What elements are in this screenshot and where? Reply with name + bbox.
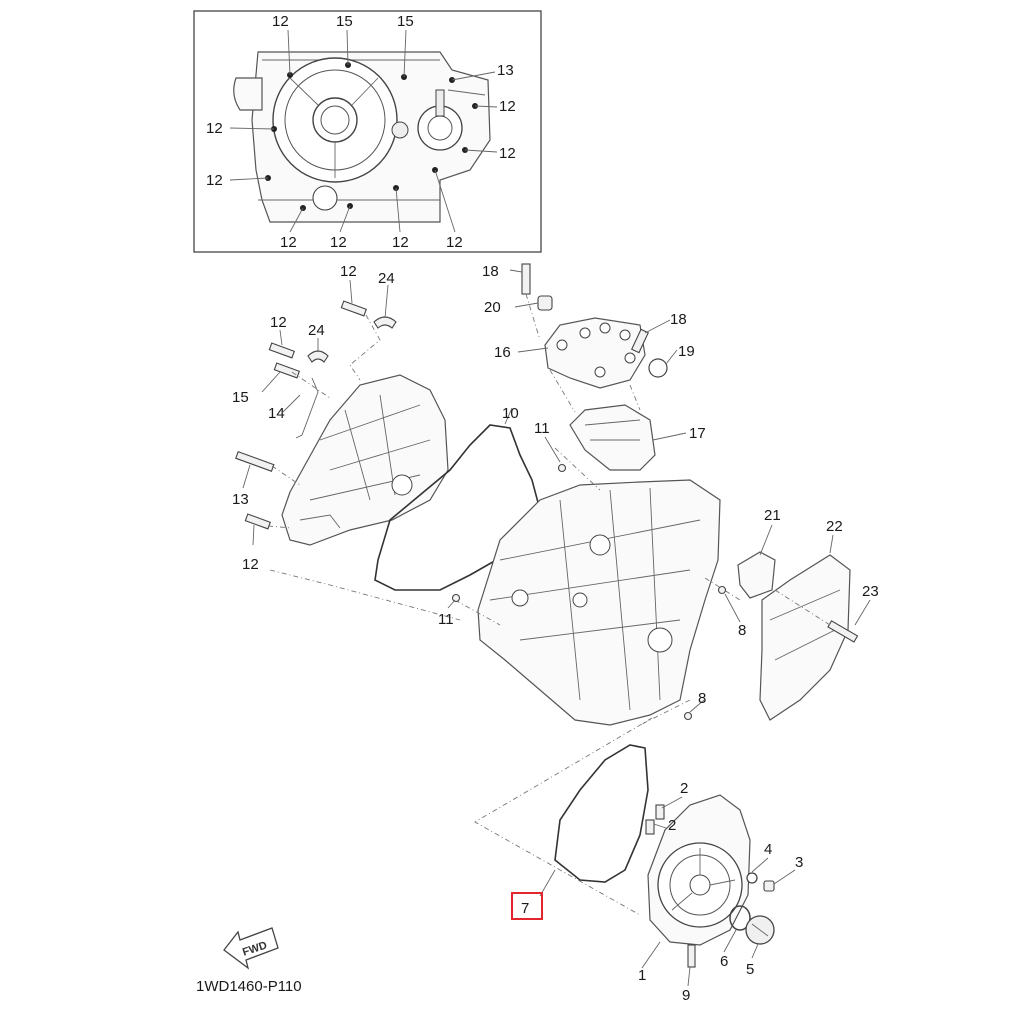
bolt bbox=[273, 362, 301, 379]
inset-label-12: 12 bbox=[499, 145, 516, 162]
label-22: 22 bbox=[826, 518, 843, 535]
label-4: 4 bbox=[764, 841, 772, 858]
label-19: 19 bbox=[678, 343, 695, 360]
bolt-2 bbox=[645, 819, 655, 835]
bolt bbox=[268, 342, 296, 359]
plug-3 bbox=[763, 880, 775, 892]
guide-21 bbox=[737, 551, 776, 599]
highlight-box-7[interactable] bbox=[511, 892, 543, 920]
grommet-19 bbox=[648, 358, 668, 378]
bolt bbox=[521, 263, 531, 295]
bolt-23 bbox=[827, 620, 859, 643]
label-18: 18 bbox=[670, 311, 687, 328]
bolt-2 bbox=[655, 804, 665, 820]
label-12: 12 bbox=[270, 314, 287, 331]
inset-detail: 12 15 15 13 12 12 12 12 12 12 12 12 bbox=[193, 10, 542, 253]
inset-frame bbox=[193, 10, 542, 253]
inset-label-12: 12 bbox=[499, 98, 516, 115]
label-8: 8 bbox=[738, 622, 746, 639]
label-3: 3 bbox=[795, 854, 803, 871]
bolt bbox=[630, 328, 650, 354]
clip bbox=[373, 316, 397, 329]
label-23: 23 bbox=[862, 583, 879, 600]
inset-label-15: 15 bbox=[336, 13, 353, 30]
label-2: 2 bbox=[668, 817, 676, 834]
long-bolt bbox=[235, 450, 275, 472]
collar bbox=[537, 295, 553, 311]
inset-label-12: 12 bbox=[206, 120, 223, 137]
bolt bbox=[244, 513, 272, 530]
inset-label-12: 12 bbox=[280, 234, 297, 251]
clip bbox=[307, 350, 329, 363]
label-8: 8 bbox=[698, 690, 706, 707]
crankcase: 11 11 8 8 bbox=[438, 420, 746, 726]
label-13: 13 bbox=[232, 491, 249, 508]
bolt-9 bbox=[687, 944, 696, 968]
inset-left-boss bbox=[233, 77, 263, 111]
inset-label-12: 12 bbox=[330, 234, 347, 251]
sprocket-cover-group: 21 22 23 bbox=[737, 507, 879, 721]
inset-label-12: 12 bbox=[206, 172, 223, 189]
label-12: 12 bbox=[340, 263, 357, 280]
inset-label-15: 15 bbox=[397, 13, 414, 30]
inset-label-12: 12 bbox=[446, 234, 463, 251]
label-10: 10 bbox=[502, 405, 519, 422]
inset-label-13: 13 bbox=[497, 62, 514, 79]
label-9: 9 bbox=[682, 987, 690, 1004]
sprocket-cover-22 bbox=[759, 554, 851, 721]
label-11: 11 bbox=[534, 420, 550, 437]
o-ring-6 bbox=[729, 905, 751, 931]
wire-clip bbox=[295, 377, 319, 439]
label-18: 18 bbox=[482, 263, 499, 280]
clutch-cover-group: 12 24 12 24 15 14 13 12 bbox=[232, 263, 461, 621]
label-5: 5 bbox=[746, 961, 754, 978]
label-17: 17 bbox=[689, 425, 706, 442]
inset-label-12: 12 bbox=[272, 13, 289, 30]
fwd-arrow: FWD bbox=[223, 927, 279, 970]
label-12: 12 bbox=[242, 556, 259, 573]
label-24: 24 bbox=[308, 322, 325, 339]
label-7[interactable]: 7 bbox=[521, 900, 529, 917]
label-24: 24 bbox=[378, 270, 395, 287]
label-6: 6 bbox=[720, 953, 728, 970]
label-1: 1 bbox=[638, 967, 646, 984]
label-11: 11 bbox=[438, 611, 454, 628]
generator-cover-group: 2 2 4 3 6 5 1 9 7 bbox=[474, 717, 803, 1004]
cover-17 bbox=[569, 404, 656, 471]
label-15: 15 bbox=[232, 389, 249, 406]
clutch-cover-gasket: 10 bbox=[374, 405, 541, 591]
label-2: 2 bbox=[680, 780, 688, 797]
clutch-cover bbox=[281, 374, 449, 546]
washer-4 bbox=[746, 872, 758, 884]
generator-cover-gasket bbox=[554, 744, 649, 883]
label-14: 14 bbox=[268, 405, 285, 422]
diagram-code: 1WD1460-P110 bbox=[196, 978, 302, 995]
top-cover-group: 18 20 16 18 19 17 bbox=[482, 263, 706, 471]
label-21: 21 bbox=[764, 507, 781, 524]
bolt bbox=[340, 300, 368, 317]
inset-label-12: 12 bbox=[392, 234, 409, 251]
label-20: 20 bbox=[484, 299, 501, 316]
label-16: 16 bbox=[494, 344, 511, 361]
